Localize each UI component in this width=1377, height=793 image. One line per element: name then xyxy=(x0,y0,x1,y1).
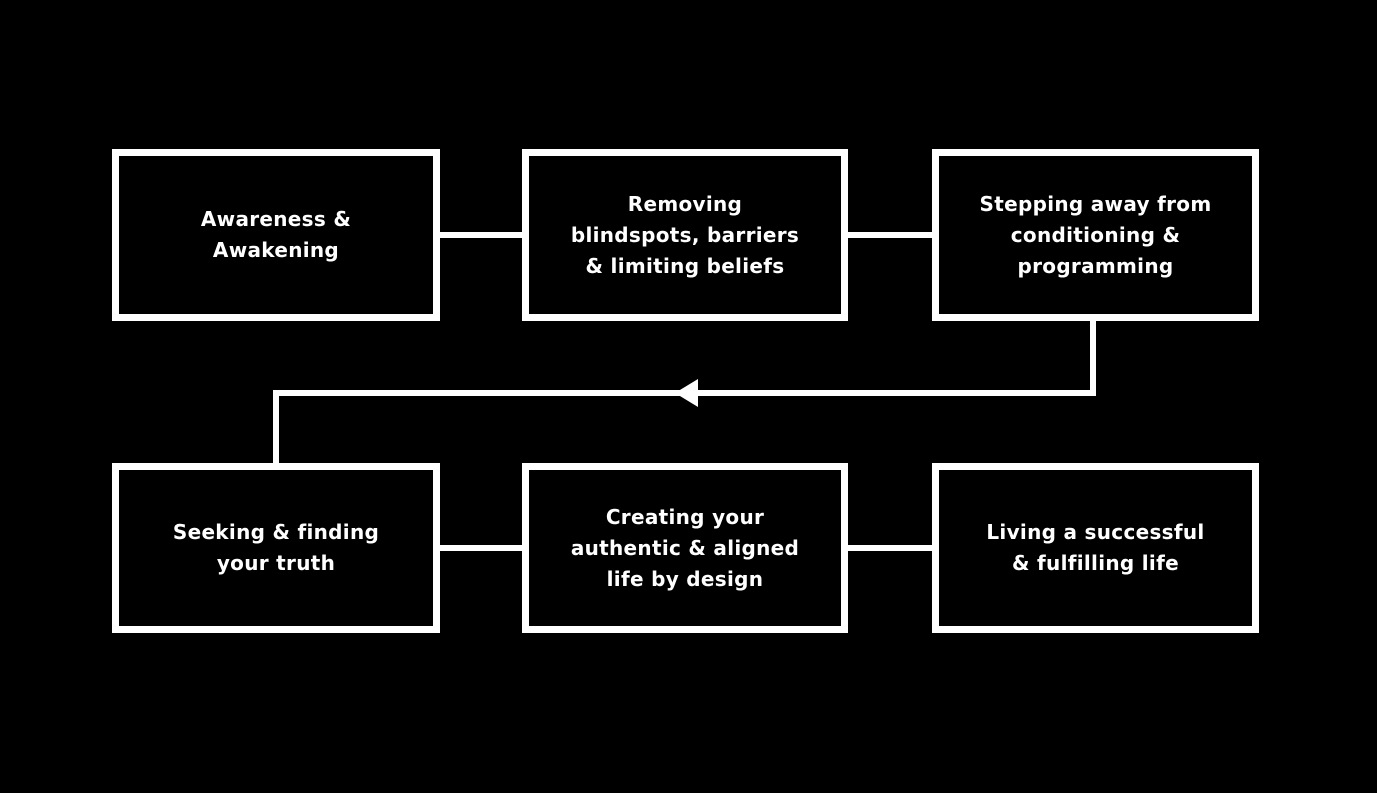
feedback-line-vertical-from-stepping xyxy=(1090,321,1096,396)
flow-box-seeking-finding-truth: Seeking & finding your truth xyxy=(112,463,440,633)
flow-box-label: Stepping away from conditioning & progra… xyxy=(979,191,1212,278)
connector-seeking-to-creating xyxy=(440,545,522,551)
flow-box-stepping-away: Stepping away from conditioning & progra… xyxy=(932,149,1259,321)
flow-box-label: Creating your authentic & aligned life b… xyxy=(570,504,800,591)
feedback-line-vertical-into-seeking xyxy=(273,390,279,463)
connector-creating-to-living xyxy=(848,545,932,551)
flow-box-label: Living a successful & fulfilling life xyxy=(986,520,1205,575)
flow-box-creating-authentic-life: Creating your authentic & aligned life b… xyxy=(522,463,848,633)
flow-box-label: Removing blindspots, barriers & limiting… xyxy=(570,191,800,278)
connector-removing-to-stepping xyxy=(848,232,932,238)
flow-box-awareness-awakening: Awareness & Awakening xyxy=(112,149,440,321)
flow-box-living-successful-life: Living a successful & fulfilling life xyxy=(932,463,1259,633)
flow-box-label: Seeking & finding your truth xyxy=(172,520,380,575)
connector-awareness-to-removing xyxy=(440,232,522,238)
flow-box-label: Awareness & Awakening xyxy=(200,207,352,262)
flow-box-removing-blindspots: Removing blindspots, barriers & limiting… xyxy=(522,149,848,321)
arrowhead-left-icon xyxy=(675,379,698,407)
